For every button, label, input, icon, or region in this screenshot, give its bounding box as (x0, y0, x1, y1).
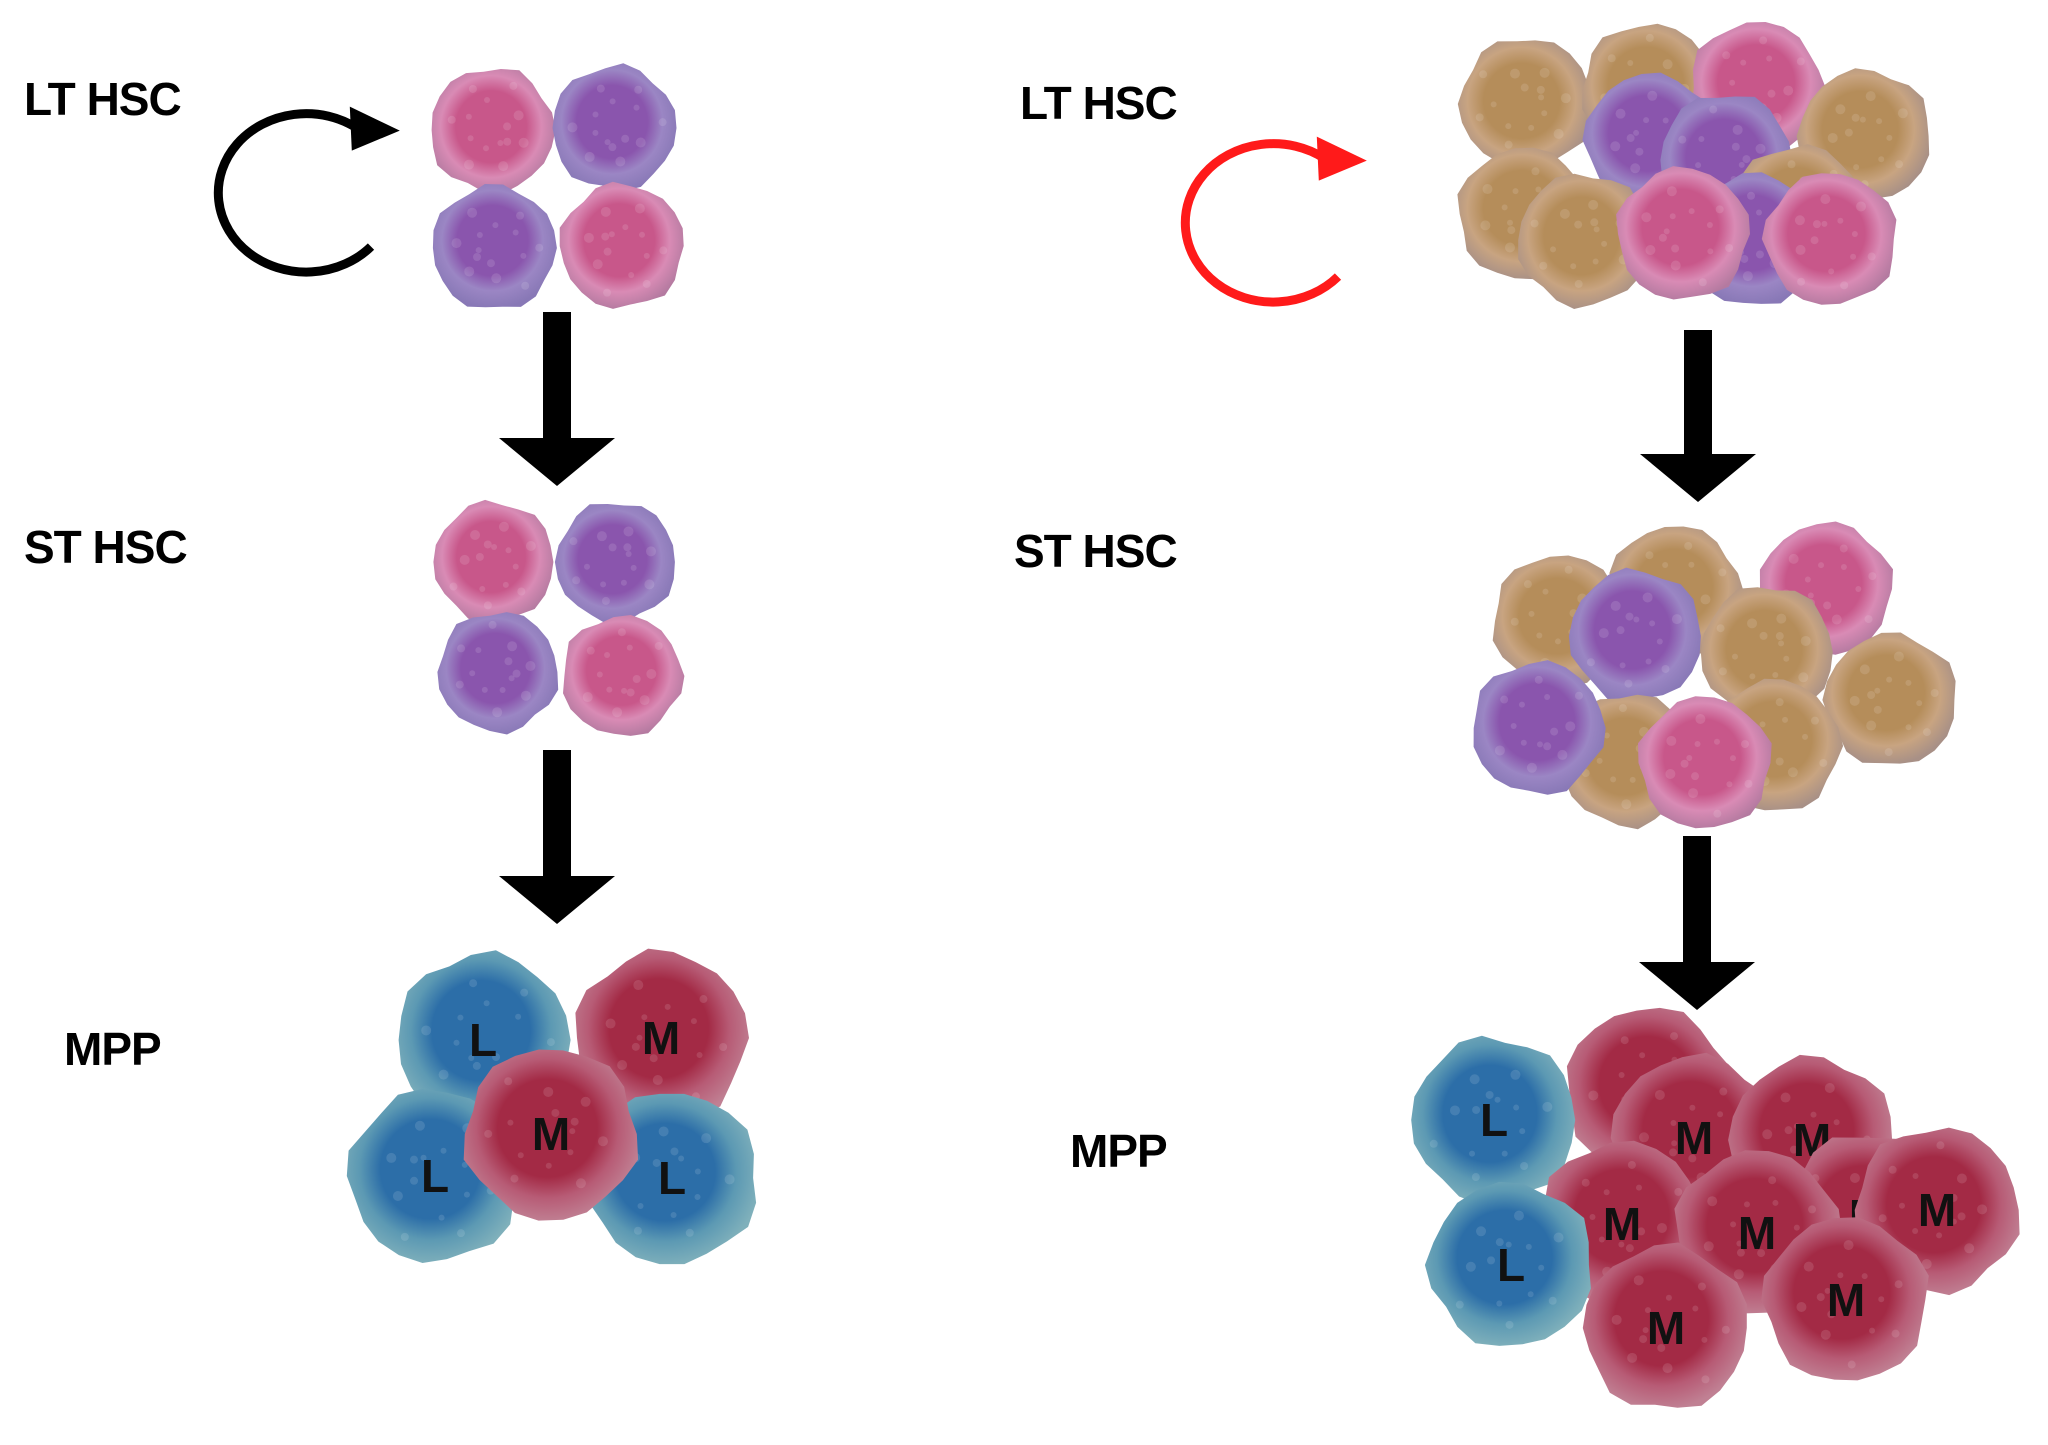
cell-label-L: L (469, 1014, 497, 1066)
cell-label-L: L (658, 1152, 686, 1204)
left-mpp-cell: M (575, 948, 749, 1123)
left-lt-cell (432, 184, 557, 308)
left-st-cell (437, 612, 559, 735)
cell-label-M: M (1827, 1274, 1865, 1326)
right-st-cell (1822, 632, 1956, 764)
cell-label-M: M (532, 1108, 570, 1160)
left-st-cell (554, 504, 675, 625)
right-st-cell (1568, 567, 1701, 704)
left-lt-cell (552, 63, 677, 192)
right-lt-hsc-label: LT HSC (1020, 77, 1178, 129)
left-self-renewal-icon (213, 106, 400, 277)
right-st-hsc-label: ST HSC (1014, 525, 1178, 577)
left-arrow-st-to-mpp (499, 750, 615, 924)
left-arrow-lt-to-st (499, 312, 615, 486)
right-mpp-label: MPP (1070, 1125, 1168, 1177)
cell-label-M: M (1738, 1207, 1776, 1259)
left-st-cell (433, 499, 554, 624)
right-mpp-cell: M (1761, 1217, 1929, 1381)
cell-label-M: M (1918, 1184, 1956, 1236)
right-mpp-cell: L (1424, 1181, 1591, 1346)
right-mpp-cell: L (1411, 1035, 1576, 1206)
right-mpp-cell: M (1582, 1242, 1747, 1408)
right-st-cell (1473, 660, 1606, 795)
cell-label-M: M (1675, 1112, 1713, 1164)
right-st-cell (1638, 696, 1772, 829)
cell-label-L: L (1497, 1239, 1525, 1291)
left-st-cell (563, 615, 685, 736)
cell-label-L: L (421, 1150, 449, 1202)
cell-label-L: L (1480, 1094, 1508, 1146)
cell-label-M: M (1647, 1302, 1685, 1354)
left-mpp-cell: M (463, 1049, 639, 1221)
right-lt-cell (1457, 40, 1591, 172)
right-arrow-st-to-mpp (1639, 836, 1755, 1010)
cell-label-M: M (1603, 1198, 1641, 1250)
left-mpp-label: MPP (64, 1023, 162, 1075)
right-panel: MMLMMMMMLM (1180, 22, 2020, 1408)
right-lt-cell (1616, 166, 1750, 300)
right-arrow-lt-to-st (1640, 330, 1756, 502)
right-self-renewal-icon (1180, 136, 1367, 307)
right-lt-cell (1761, 173, 1897, 305)
cell-label-M: M (642, 1012, 680, 1064)
left-lt-cell (431, 69, 556, 195)
left-lt-cell (559, 181, 684, 309)
left-lt-hsc-label: LT HSC (24, 73, 182, 125)
left-st-hsc-label: ST HSC (24, 521, 188, 573)
